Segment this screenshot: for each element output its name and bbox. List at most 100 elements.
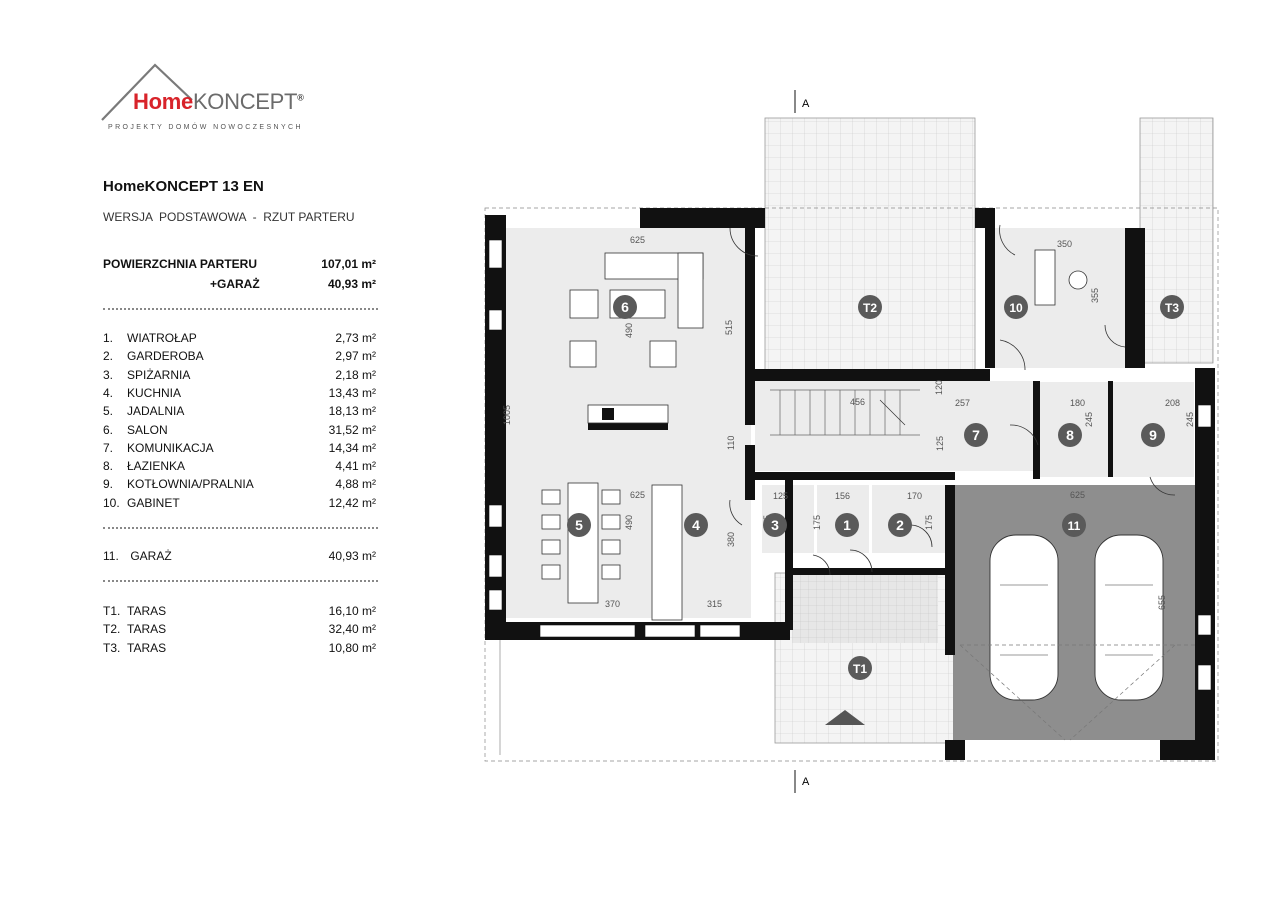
dimension-label: 625 <box>630 490 645 500</box>
section-mark-top: A <box>794 90 810 113</box>
floor-plan: A A 625515490100511062549038037031545612… <box>484 90 1219 793</box>
svg-text:2: 2 <box>896 517 904 533</box>
row-area: 2,18 m² <box>335 367 376 382</box>
svg-text:11: 11 <box>1068 519 1081 533</box>
svg-text:T3: T3 <box>1165 301 1179 315</box>
svg-text:T1: T1 <box>853 662 867 676</box>
svg-text:T2: T2 <box>863 301 877 315</box>
room-marker-3: 3 <box>763 513 787 537</box>
dimension-label: 655 <box>1157 595 1167 610</box>
svg-text:A: A <box>802 98 810 110</box>
row-number: 5. <box>103 404 114 419</box>
dimension-label: 350 <box>1057 239 1072 249</box>
room-row: 2. GARDEROBA 2,97 m² <box>103 349 376 363</box>
svg-text:3: 3 <box>771 517 779 533</box>
svg-text:6: 6 <box>621 299 629 315</box>
row-area: 13,43 m² <box>328 385 376 400</box>
row-area: 2,97 m² <box>335 349 376 364</box>
homekoncept-logo: HomeKONCEPT® PROJEKTY DOMÓW NOWOCZESNYCH <box>100 62 330 142</box>
dimension-label: 125 <box>935 436 945 451</box>
row-number: T1. <box>103 604 121 618</box>
room-row: 10. GABINET 12,42 m² <box>103 496 376 510</box>
row-area: 16,10 m² <box>328 604 376 618</box>
row-name: KUCHNIA <box>127 385 182 400</box>
room-hallway <box>755 381 1037 471</box>
room-marker-4: 4 <box>684 513 708 537</box>
room-row: 1. WIATROŁAP 2,73 m² <box>103 331 376 345</box>
dimension-label: 370 <box>605 599 620 609</box>
entrance-tile <box>792 575 938 643</box>
row-number: 1. <box>103 331 114 345</box>
svg-text:4: 4 <box>692 517 700 533</box>
dimension-label: 490 <box>624 323 634 338</box>
row-name: TARAS <box>127 604 167 618</box>
svg-text:9: 9 <box>1149 427 1157 443</box>
logo-tagline: PROJEKTY DOMÓW NOWOCZESNYCH <box>108 124 303 131</box>
dimension-label: 515 <box>724 320 734 335</box>
project-subtitle: WERSJA PODSTAWOWA - RZUT PARTERU <box>103 210 355 224</box>
row-area: 4,41 m² <box>335 459 376 474</box>
row-name: WIATROŁAP <box>127 331 197 345</box>
dimension-label: 456 <box>850 397 865 407</box>
room-marker-11: 11 <box>1062 513 1086 537</box>
room-marker-1: 1 <box>835 513 859 537</box>
separator <box>103 308 378 310</box>
row-number: 9. <box>103 477 114 492</box>
terrace-row: T1. TARAS 16,10 m² <box>103 604 376 618</box>
row-name: JADALNIA <box>127 404 185 419</box>
row-name: GARDEROBA <box>127 349 204 364</box>
row-name: TARAS <box>127 622 167 637</box>
row-area: 4,88 m² <box>335 477 376 492</box>
entrance-arrow-icon <box>825 710 865 725</box>
terrace-t3 <box>1139 117 1214 364</box>
dimension-label: 257 <box>955 398 970 408</box>
row-area: 18,13 m² <box>328 404 376 419</box>
svg-text:10: 10 <box>1009 301 1023 315</box>
row-area: 32,40 m² <box>328 622 376 637</box>
row-name: GABINET <box>127 495 180 510</box>
row-name: TARAS <box>127 640 167 655</box>
row-number: T2. <box>103 622 121 637</box>
svg-text:A: A <box>802 776 810 788</box>
legend-panel: HomeKONCEPT® PROJEKTY DOMÓW NOWOCZESNYCH… <box>0 0 420 905</box>
dimension-label: 380 <box>726 532 736 547</box>
row-number: 10. <box>103 495 120 510</box>
dimension-label: 110 <box>726 436 736 450</box>
dimension-label: 180 <box>1070 398 1085 408</box>
dimension-label: 175 <box>812 515 822 530</box>
dimension-label: 245 <box>1084 412 1094 427</box>
dimension-label: 208 <box>1165 398 1180 408</box>
row-name: SPIŻARNIA <box>127 367 191 382</box>
room-marker-t1: T1 <box>848 656 872 680</box>
row-name: SALON <box>127 422 168 437</box>
project-title: HomeKONCEPT 13 EN <box>103 178 264 195</box>
room-marker-10: 10 <box>1004 295 1028 319</box>
row-area: 31,52 m² <box>328 422 376 437</box>
room-marker-6: 6 <box>613 295 637 319</box>
dimension-label: 175 <box>924 515 934 530</box>
row-area: 14,34 m² <box>328 440 376 455</box>
room-marker-t3: T3 <box>1160 295 1184 319</box>
room-marker-8: 8 <box>1058 423 1082 447</box>
row-number: 7. <box>103 440 114 455</box>
row-area: 10,80 m² <box>328 640 376 655</box>
separator <box>103 580 378 582</box>
terrace-t2 <box>764 117 976 373</box>
row-area: 12,42 m² <box>328 495 376 510</box>
room-marker-9: 9 <box>1141 423 1165 447</box>
row-area: 2,73 m² <box>335 331 376 345</box>
svg-text:7: 7 <box>972 427 980 443</box>
dimension-label: 1005 <box>502 405 512 425</box>
dimension-label: 245 <box>1185 412 1195 427</box>
room-marker-7: 7 <box>964 423 988 447</box>
row-number: 2. <box>103 349 114 364</box>
dimension-label: 625 <box>1070 490 1085 500</box>
room-marker-2: 2 <box>888 513 912 537</box>
separator <box>103 527 378 529</box>
